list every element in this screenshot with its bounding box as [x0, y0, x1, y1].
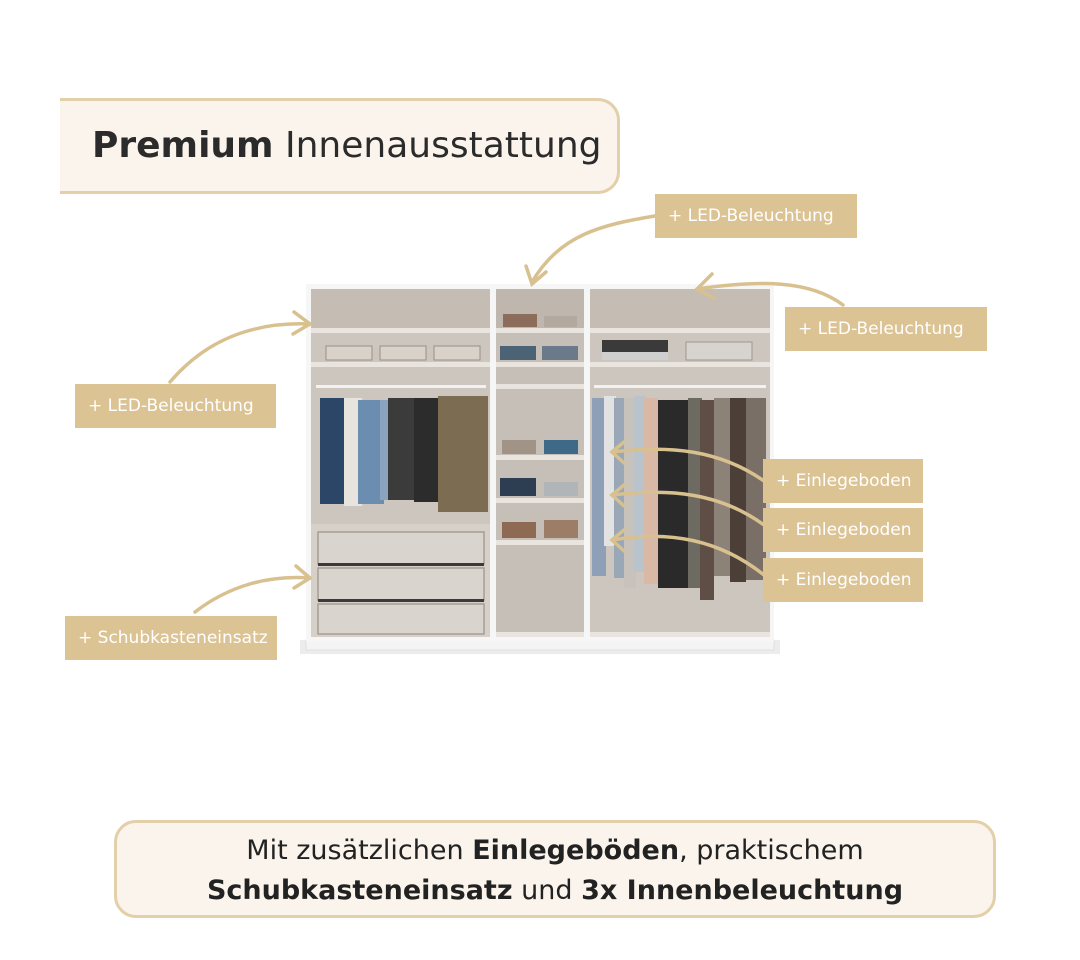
label-led-right: + LED-Beleuchtung: [785, 307, 987, 351]
drawer-2: [317, 567, 485, 601]
page-title: Premium Innenausstattung: [92, 125, 601, 166]
caption-line-2: Schubkasteneinsatz und 3x Innenbeleuchtu…: [206, 875, 904, 906]
label-led-top: + LED-Beleuchtung: [655, 194, 857, 238]
shelf-left-1: [311, 328, 490, 333]
arrow-shelf-1: [610, 447, 766, 483]
arrows: [168, 214, 845, 614]
title-rest: Innenausstattung: [273, 125, 602, 166]
arrow-led-left: [168, 322, 312, 384]
rail-right: [594, 385, 766, 388]
label-shelf-2: + Einlegeboden: [763, 508, 923, 552]
drawer-3: [317, 603, 485, 635]
shelf-left-2: [311, 362, 490, 367]
arrow-shelf-3: [610, 534, 766, 577]
label-shelf-3: + Einlegeboden: [763, 558, 923, 602]
arrow-led-top: [530, 214, 657, 284]
arrow-drawer: [193, 575, 312, 614]
label-led-left: + LED-Beleuchtung: [75, 384, 276, 428]
caption-box: Mit zusätzlichen Einlegeböden, praktisch…: [114, 820, 996, 918]
title-banner: Premium Innenausstattung: [60, 98, 620, 194]
arrow-led-right: [695, 281, 845, 307]
label-drawer: + Schubkasteneinsatz: [65, 616, 277, 660]
title-bold: Premium: [92, 125, 274, 166]
drawer-1: [317, 531, 485, 565]
rail-left: [316, 385, 486, 388]
caption-line-1: Mit zusätzlichen Einlegeböden, praktisch…: [246, 835, 864, 866]
label-shelf-1: + Einlegeboden: [763, 459, 923, 503]
arrow-shelf-2: [610, 490, 766, 527]
section-middle: [496, 289, 584, 637]
